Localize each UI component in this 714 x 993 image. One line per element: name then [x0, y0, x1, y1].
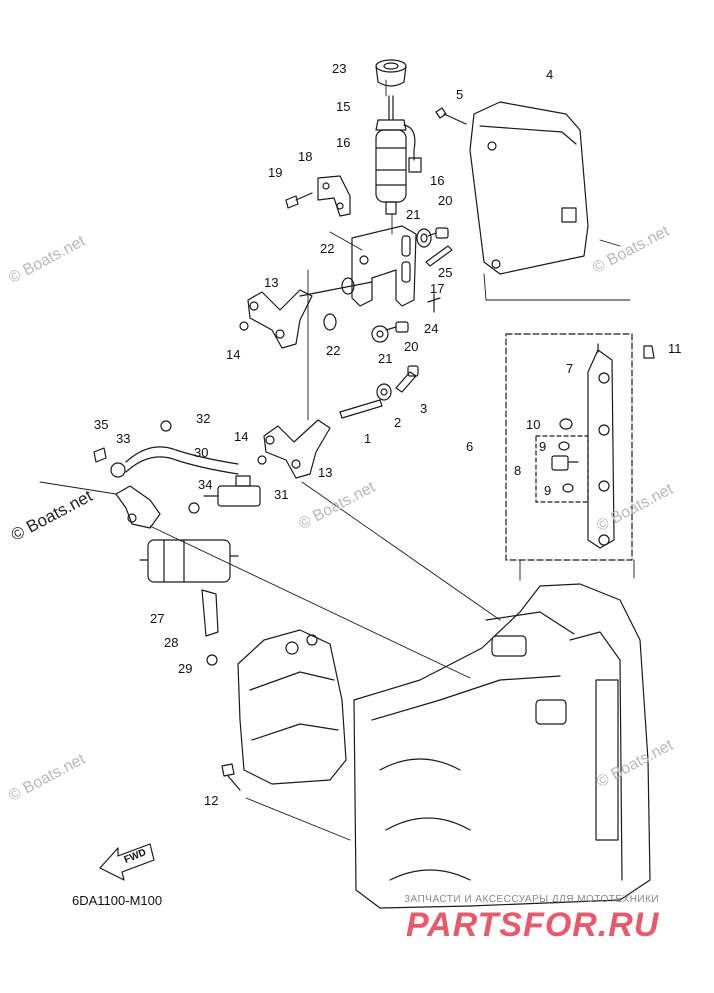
- part-24-clip: [427, 293, 441, 313]
- label-part-6: 6: [466, 439, 474, 454]
- label-part-15: 15: [336, 99, 351, 114]
- label-part-9-bottom: 9: [544, 483, 552, 498]
- label-part-5: 5: [456, 87, 464, 102]
- label-part-16-left: 16: [336, 135, 351, 150]
- label-part-1: 1: [364, 431, 372, 446]
- label-part-30: 30: [194, 445, 209, 460]
- label-part-13-lower: 13: [318, 465, 333, 480]
- part-19-bolt: [285, 192, 313, 209]
- part-8-injector: [551, 455, 579, 471]
- diagram-code: 6DA1100-M100: [72, 893, 163, 908]
- label-part-18: 18: [298, 149, 313, 164]
- fwd-arrow-icon: [99, 843, 155, 881]
- part-13-bracket-lower: [263, 419, 331, 479]
- part-23-filter-cap: [375, 59, 407, 87]
- label-part-4: 4: [546, 67, 554, 82]
- part-20-bolt-top: [427, 227, 449, 239]
- part-25-clip: [425, 245, 453, 267]
- brand-tagline: ЗАПЧАСТИ И АКСЕССУАРЫ ДЛЯ МОТОТЕХНИКИ: [404, 894, 660, 905]
- part-15-16-fuel-pump: [375, 95, 422, 215]
- label-part-17: 17: [430, 281, 445, 296]
- part-9-seal-top: [558, 441, 570, 451]
- label-part-25: 25: [438, 265, 453, 280]
- part-31-valve: [203, 475, 261, 507]
- part-8-injector-group: [535, 435, 589, 503]
- part-35-bolt: [93, 447, 107, 463]
- part-11-bolt: [643, 345, 655, 359]
- part-1-shaft: [339, 399, 383, 419]
- label-part-10: 10: [526, 417, 541, 432]
- label-part-20-top: 20: [438, 193, 453, 208]
- label-part-35: 35: [94, 417, 109, 432]
- label-part-3: 3: [420, 401, 428, 416]
- label-part-29: 29: [178, 661, 193, 676]
- part-26-bracket: [115, 485, 161, 529]
- part-33-clamp: [110, 462, 126, 478]
- part-32-nut: [160, 420, 172, 432]
- part-28-strap: [201, 589, 219, 637]
- part-10-seal: [559, 418, 573, 430]
- label-part-33: 33: [116, 431, 131, 446]
- label-part-7: 7: [566, 361, 574, 376]
- label-part-31: 31: [274, 487, 289, 502]
- part-21-grommet-top: [416, 228, 432, 248]
- part-27-canister: [139, 539, 239, 583]
- label-part-19: 19: [268, 165, 283, 180]
- label-part-9-top: 9: [539, 439, 547, 454]
- part-6-fuel-rail-group: [505, 333, 633, 561]
- label-part-13-upper: 13: [264, 275, 279, 290]
- label-part-34: 34: [198, 477, 213, 492]
- label-part-20-bottom: 20: [404, 339, 419, 354]
- label-part-22-top: 22: [320, 241, 335, 256]
- label-part-14-lower: 14: [234, 429, 249, 444]
- part-29-bolt: [206, 654, 218, 666]
- part-5-bolt: [435, 107, 467, 125]
- label-part-24: 24: [424, 321, 439, 336]
- part-7-fuel-rail: [587, 343, 615, 549]
- part-14-bolt-lower: [257, 455, 267, 465]
- part-30-hose: [125, 446, 239, 475]
- label-part-28: 28: [164, 635, 179, 650]
- part-12-bolt: [221, 763, 241, 791]
- part-22-collar-bottom: [323, 313, 337, 331]
- part-13-bracket-upper: [247, 281, 373, 349]
- label-part-23: 23: [332, 61, 347, 76]
- part-34-nut: [188, 502, 200, 514]
- part-20-bolt-bottom: [385, 321, 409, 333]
- label-part-16-right: 16: [430, 173, 445, 188]
- part-17-bracket: [351, 225, 417, 307]
- part-9-seal-bottom: [562, 483, 574, 493]
- part-4-cover: [469, 101, 589, 275]
- brand-logo: PARTSFOR.RU: [406, 906, 660, 944]
- part-21-grommet-bottom: [371, 325, 389, 343]
- label-part-27: 27: [150, 611, 165, 626]
- label-part-22-bottom: 22: [326, 343, 341, 358]
- label-part-11: 11: [668, 341, 682, 356]
- label-part-2: 2: [394, 415, 402, 430]
- intake-manifold: [237, 629, 347, 785]
- label-part-32: 32: [196, 411, 211, 426]
- engine-block: [353, 583, 651, 909]
- part-18-bracket: [317, 175, 351, 217]
- label-part-14-upper: 14: [226, 347, 241, 362]
- part-3-bolt: [395, 365, 419, 393]
- part-2-washer: [376, 383, 392, 401]
- part-14-bolt-upper: [239, 321, 249, 331]
- label-part-21-bottom: 21: [378, 351, 393, 366]
- label-part-21-top: 21: [406, 207, 421, 222]
- label-part-12: 12: [204, 793, 219, 808]
- label-part-8: 8: [514, 463, 522, 478]
- assembly-lines: [39, 79, 635, 841]
